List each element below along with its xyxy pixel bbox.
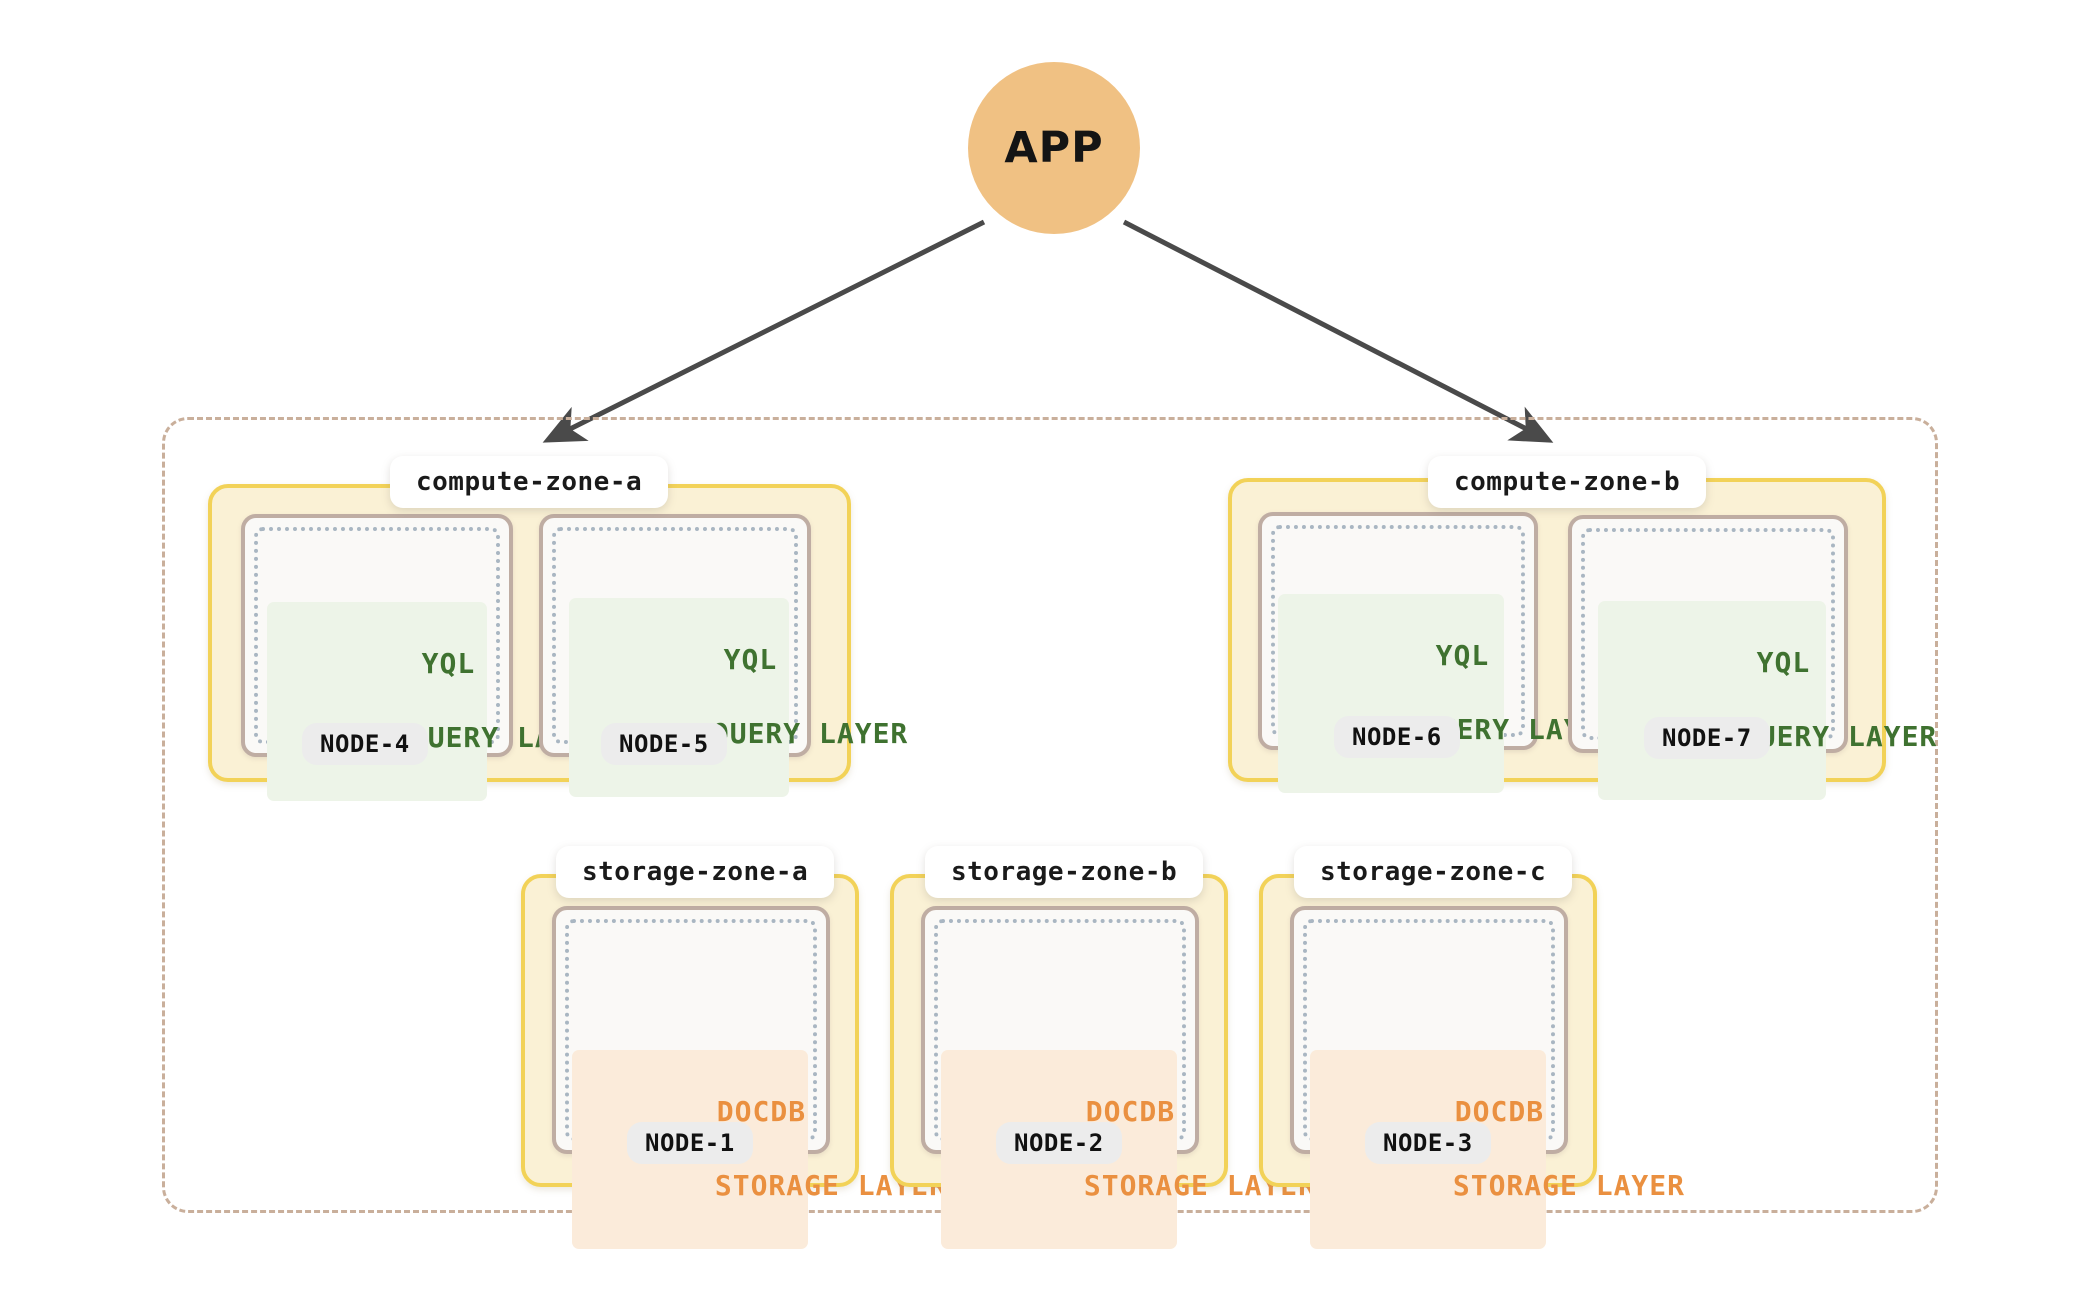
layer-line-1: YQL: [1435, 638, 1490, 672]
layer-badge-storage-node-3: DOCDB STORAGE LAYER: [1310, 1050, 1684, 1249]
node-pill-node-2: NODE-2: [996, 1122, 1122, 1164]
layer-line-1: YQL: [723, 642, 778, 676]
zone-label-storage-zone-a: storage-zone-a: [556, 846, 835, 898]
node-pill-node-5: NODE-5: [601, 723, 727, 765]
zone-label-compute-zone-b: compute-zone-b: [1428, 456, 1707, 508]
layer-badge-query-node-4: YQL QUERY LAYER: [267, 602, 605, 801]
zone-storage-zone-b[interactable]: DOCDB STORAGE LAYER NODE-2: [890, 874, 1315, 1249]
zone-label-storage-zone-b: storage-zone-b: [925, 846, 1204, 898]
app-client-node[interactable]: APP: [968, 62, 1140, 234]
layer-badge-query-node-7: YQL QUERY LAYER: [1598, 601, 1936, 800]
layer-line-1: YQL: [421, 646, 476, 680]
node-card-node-4[interactable]: YQL QUERY LAYER NODE-4: [241, 514, 605, 801]
zone-storage-zone-c[interactable]: DOCDB STORAGE LAYER NODE-3: [1259, 874, 1684, 1249]
node-card-node-1[interactable]: DOCDB STORAGE LAYER NODE-1: [552, 906, 946, 1249]
node-pill-node-3: NODE-3: [1365, 1122, 1491, 1164]
zone-label-compute-zone-a: compute-zone-a: [390, 456, 669, 508]
layer-badge-query-node-5: YQL QUERY LAYER: [569, 598, 907, 797]
zone-compute-zone-b[interactable]: YQL QUERY LAYER NODE-6 YQL QUERY LAYER N…: [1228, 478, 1936, 800]
arrow-app-to-compute-zone-a: [542, 219, 986, 443]
layer-line-2: QUERY LAYER: [1740, 719, 1938, 753]
node-pill-node-6: NODE-6: [1334, 716, 1460, 758]
layer-line-1: YQL: [1756, 645, 1811, 679]
zone-compute-zone-a[interactable]: YQL QUERY LAYER NODE-4 YQL QUERY LAYER N…: [208, 484, 907, 801]
node-card-node-3[interactable]: DOCDB STORAGE LAYER NODE-3: [1290, 906, 1684, 1249]
arrow-app-to-compute-zone-b: [1122, 219, 1554, 443]
node-pill-node-1: NODE-1: [627, 1122, 753, 1164]
node-pill-node-4: NODE-4: [302, 723, 428, 765]
layer-badge-query-node-6: YQL QUERY LAYER: [1278, 594, 1616, 793]
node-pill-node-7: NODE-7: [1644, 717, 1770, 759]
node-card-node-6[interactable]: YQL QUERY LAYER NODE-6: [1258, 512, 1616, 793]
node-card-node-7[interactable]: YQL QUERY LAYER NODE-7: [1568, 515, 1936, 800]
node-card-node-2[interactable]: DOCDB STORAGE LAYER NODE-2: [921, 906, 1315, 1249]
layer-line-2: QUERY LAYER: [711, 716, 909, 750]
app-label: APP: [1004, 123, 1104, 173]
zone-storage-zone-a[interactable]: DOCDB STORAGE LAYER NODE-1: [521, 874, 946, 1249]
layer-line-2: STORAGE LAYER: [1452, 1168, 1686, 1202]
node-card-node-5[interactable]: YQL QUERY LAYER NODE-5: [539, 514, 907, 797]
zone-label-storage-zone-c: storage-zone-c: [1294, 846, 1573, 898]
